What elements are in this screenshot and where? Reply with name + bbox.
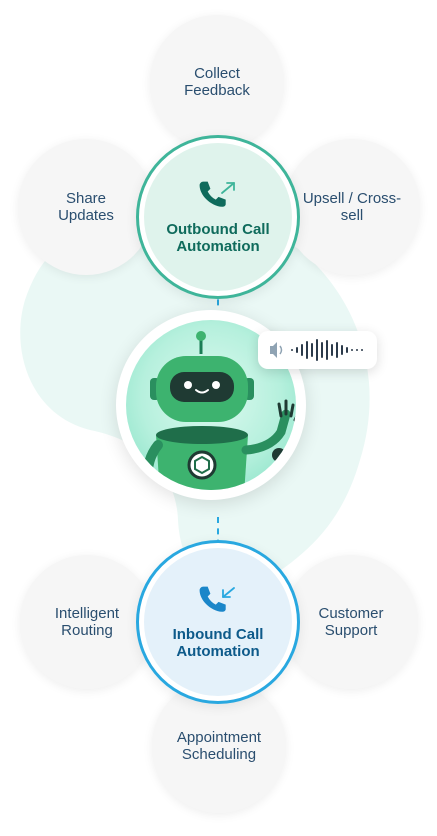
outbound-hub: Outbound Call Automation	[136, 135, 300, 299]
node-label: Upsell / Cross-sell	[302, 190, 402, 224]
voice-waveform-badge	[258, 331, 377, 369]
inbound-connector	[217, 517, 219, 557]
inbound-hub: Inbound Call Automation	[136, 540, 300, 704]
node-label: Share Updates	[58, 190, 114, 224]
node-label: Customer Support	[318, 605, 384, 639]
node-label: Intelligent Routing	[54, 605, 120, 639]
node-share-updates: Share Updates	[18, 139, 154, 275]
phone-outgoing-icon	[199, 181, 235, 207]
node-collect-feedback: Collect Feedback	[150, 15, 284, 149]
outbound-connector	[217, 288, 219, 328]
node-label: Appointment Scheduling	[176, 729, 262, 763]
robot-icon	[142, 331, 296, 490]
inbound-title: Inbound Call Automation	[172, 626, 264, 660]
node-upsell-cross-sell: Upsell / Cross-sell	[284, 139, 420, 275]
node-label: Collect Feedback	[184, 65, 250, 99]
outbound-title: Outbound Call Automation	[166, 221, 270, 255]
node-customer-support: Customer Support	[284, 555, 418, 689]
node-intelligent-routing: Intelligent Routing	[20, 555, 154, 689]
audio-waveform-icon	[270, 339, 363, 361]
phone-incoming-icon	[199, 586, 235, 612]
